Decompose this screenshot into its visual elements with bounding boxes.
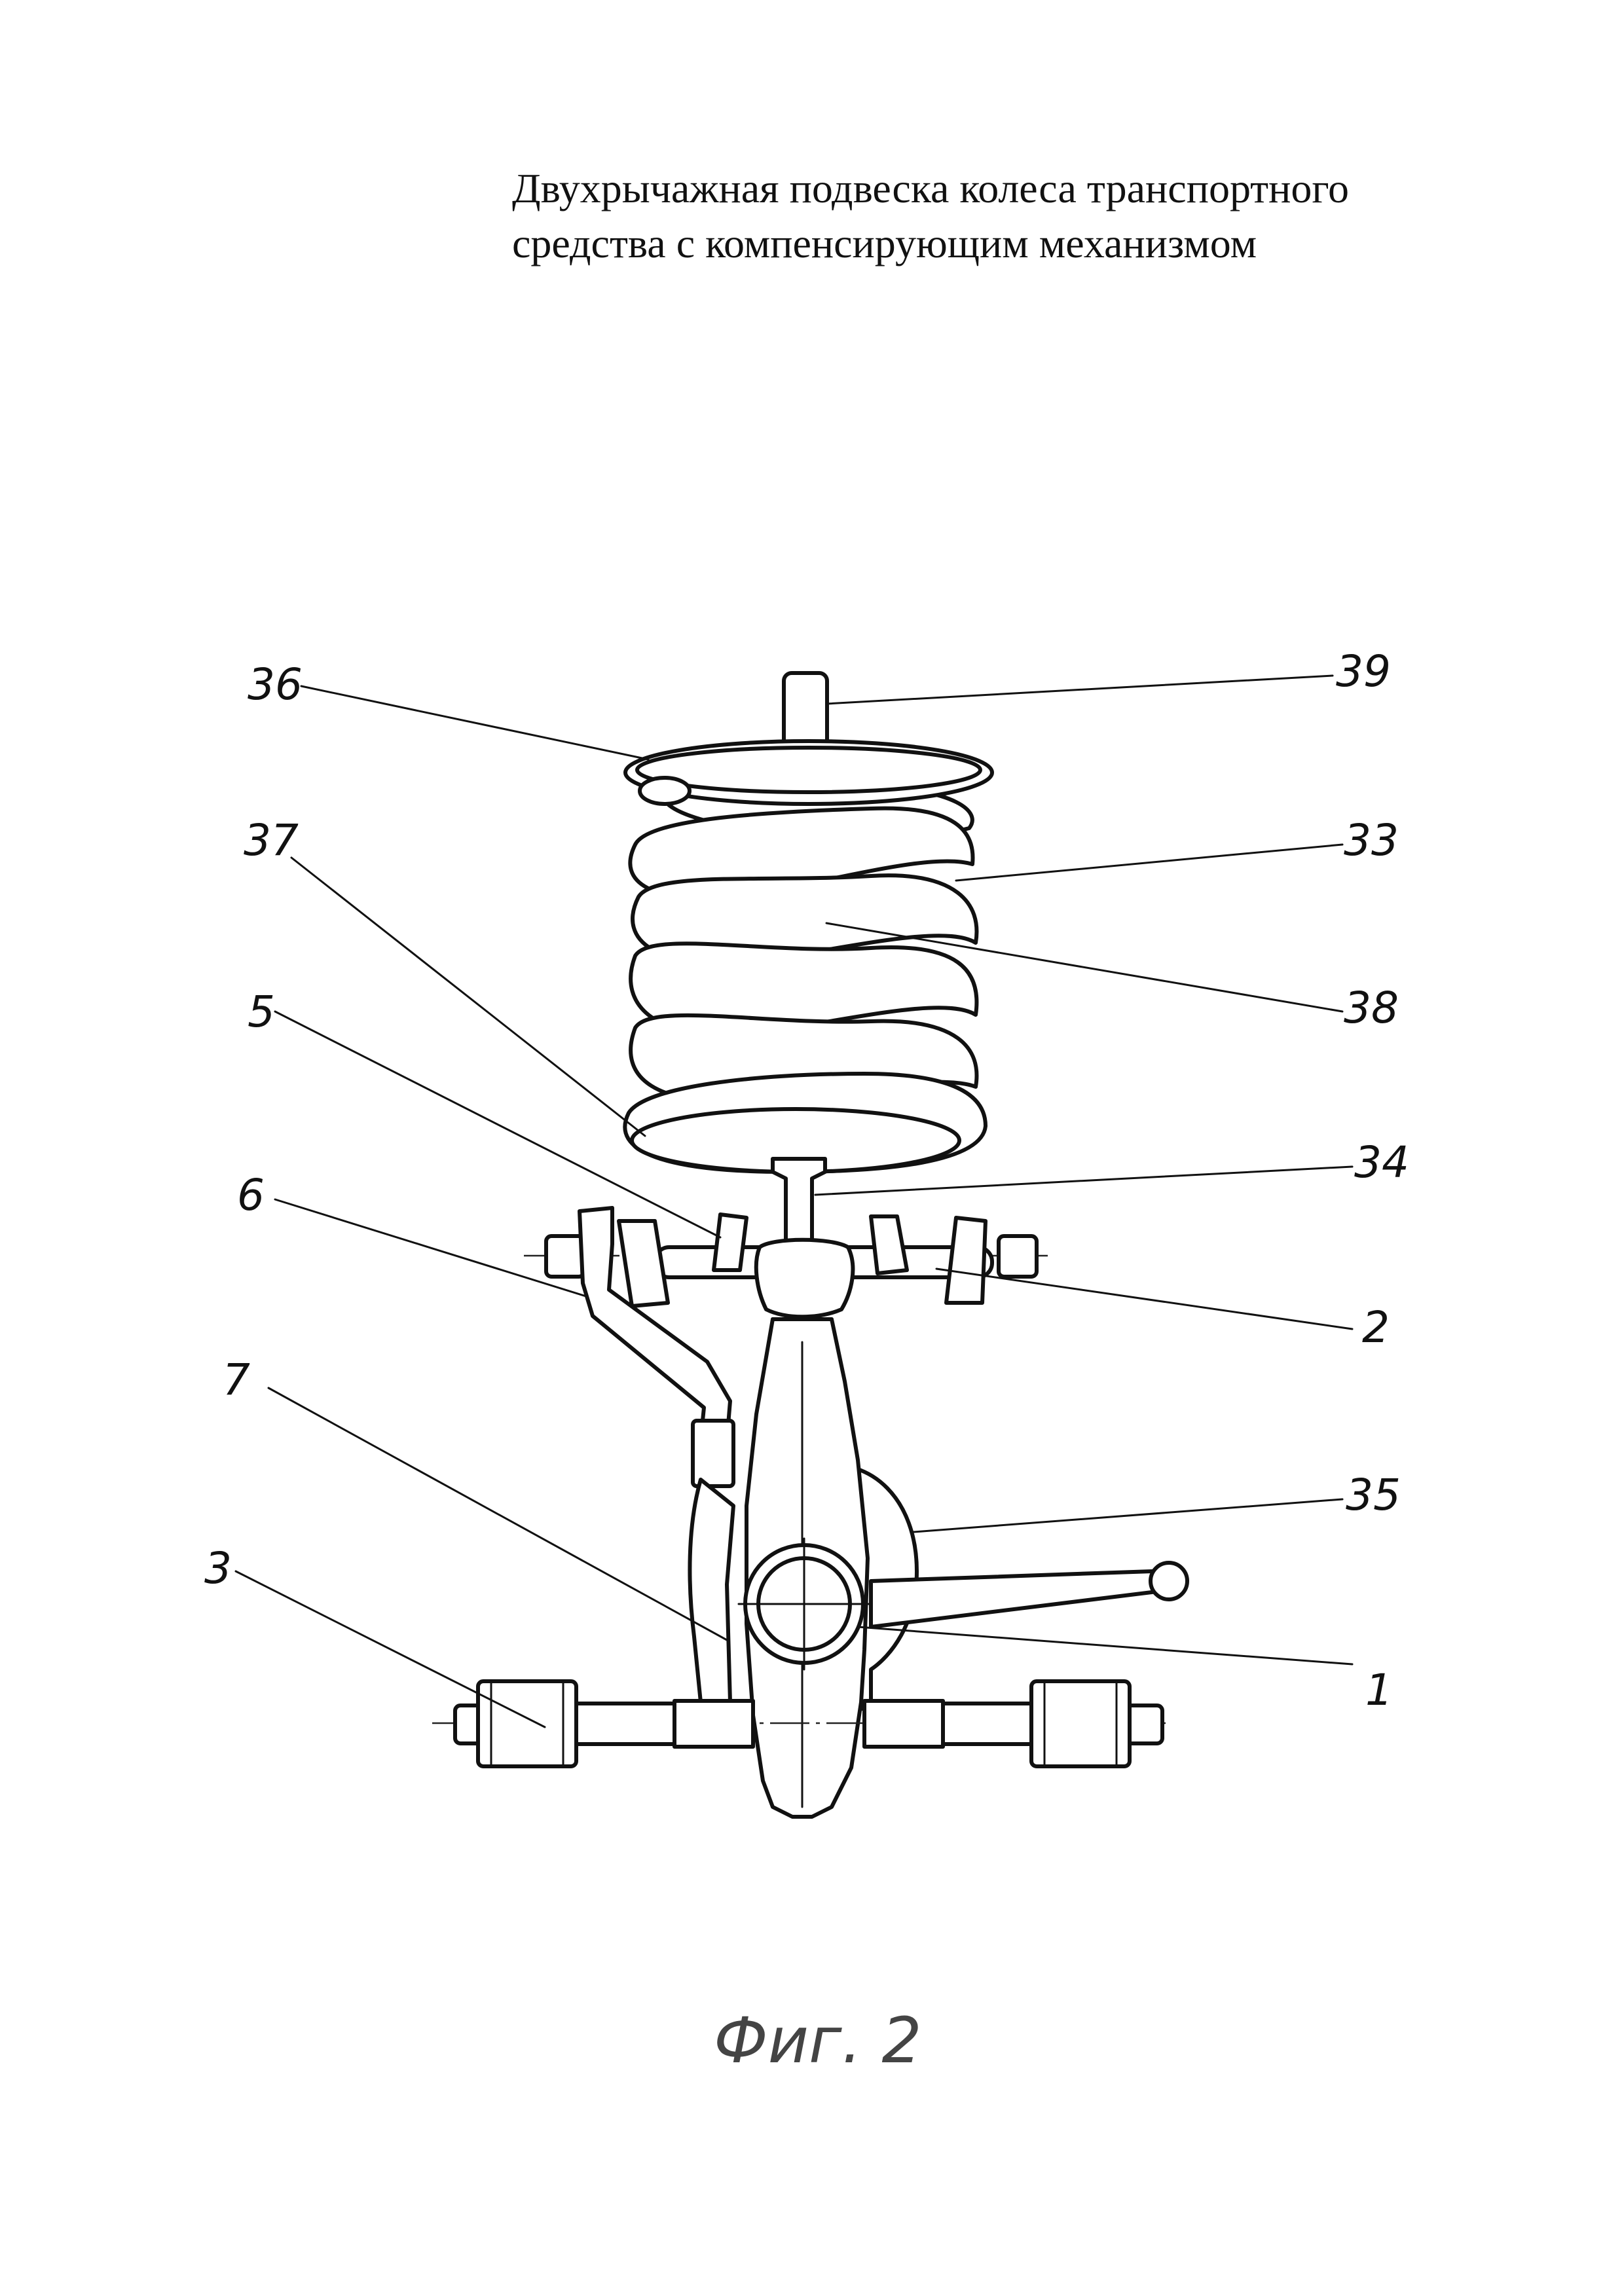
stem-34: [773, 1159, 825, 1244]
label-2: 2: [1362, 1302, 1390, 1353]
label-35: 35: [1346, 1470, 1401, 1520]
label-3: 3: [204, 1543, 232, 1594]
label-6: 6: [237, 1170, 265, 1220]
label-37: 37: [244, 815, 299, 866]
label-1: 1: [1365, 1665, 1393, 1715]
label-7: 7: [223, 1355, 250, 1405]
coil-spring-33: [625, 741, 992, 1172]
label-38: 38: [1344, 983, 1399, 1033]
figure-caption: Фиг. 2: [714, 2004, 922, 2077]
label-39: 39: [1336, 646, 1391, 697]
pivot-7: [690, 1480, 733, 1702]
bracket-5-left: [619, 1221, 668, 1306]
label-33: 33: [1344, 815, 1399, 866]
label-36: 36: [248, 659, 303, 710]
label-5: 5: [248, 987, 275, 1037]
label-34: 34: [1354, 1137, 1409, 1188]
